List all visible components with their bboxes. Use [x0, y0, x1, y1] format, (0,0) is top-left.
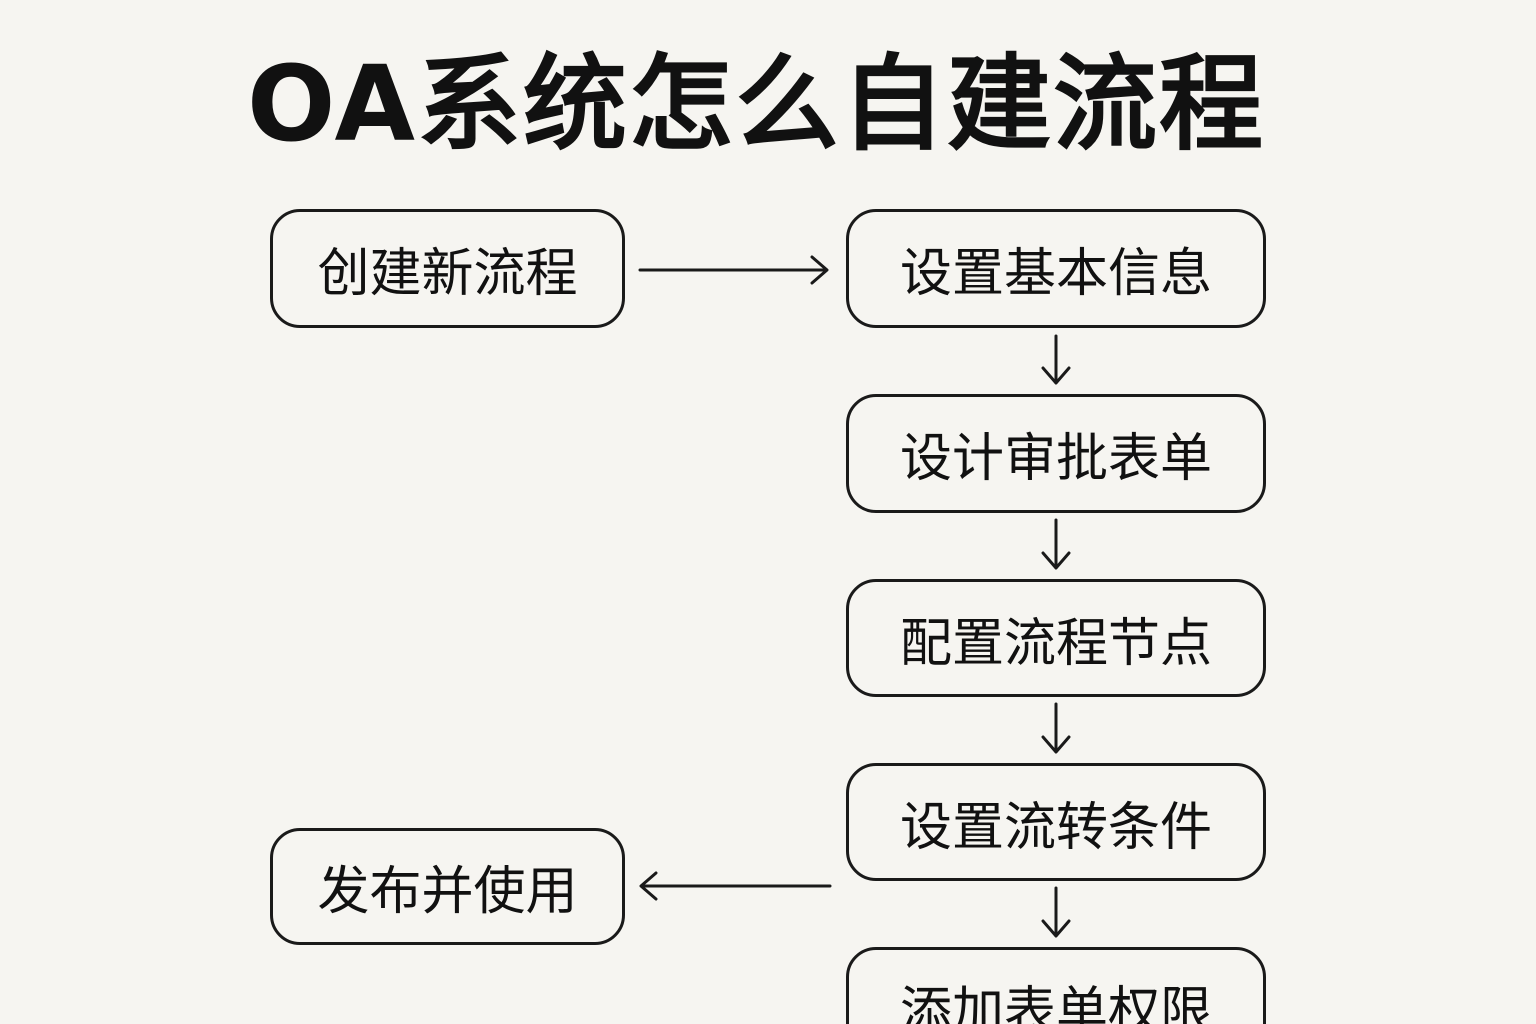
step-label: 添加表单权限	[899, 981, 1212, 1024]
step-label: 设计审批表单	[899, 429, 1212, 489]
step-set-basic-info: 设置基本信息	[846, 209, 1266, 328]
arrow-info-to-form	[1041, 334, 1071, 385]
step-configure-process-nodes: 配置流程节点	[846, 579, 1266, 697]
step-set-flow-conditions: 设置流转条件	[846, 763, 1266, 881]
diagram-title: OA系统怎么自建流程	[246, 43, 1266, 165]
step-create-new-process: 创建新流程	[270, 209, 625, 328]
step-add-form-permissions: 添加表单权限	[846, 947, 1266, 1024]
step-label: 发布并使用	[317, 862, 578, 922]
arrow-conditions-to-publish	[639, 871, 832, 901]
step-label: 配置流程节点	[899, 613, 1212, 674]
arrow-conditions-to-permissions	[1041, 886, 1071, 938]
arrow-nodes-to-conditions	[1041, 702, 1071, 754]
arrow-form-to-nodes	[1041, 518, 1071, 570]
step-design-approval-form: 设计审批表单	[846, 394, 1266, 513]
arrow-create-to-info	[638, 255, 829, 285]
step-label: 设置流转条件	[899, 797, 1212, 858]
step-label: 设置基本信息	[899, 244, 1212, 304]
step-publish-and-use: 发布并使用	[270, 828, 625, 945]
step-label: 创建新流程	[317, 244, 578, 304]
